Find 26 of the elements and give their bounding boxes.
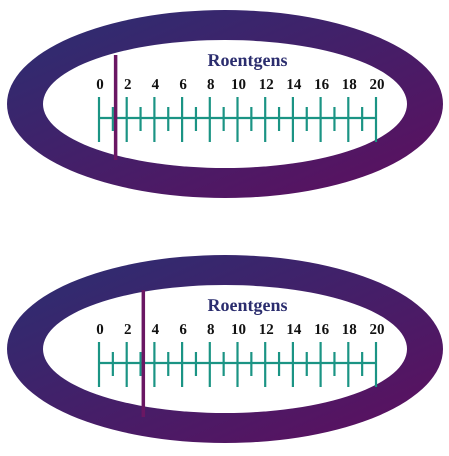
scale-number: 16 xyxy=(314,77,330,93)
scale-number: 4 xyxy=(152,77,160,93)
scale-number: 8 xyxy=(207,322,215,338)
scale-number: 2 xyxy=(124,322,132,338)
scale-number: 8 xyxy=(207,77,215,93)
scale-number: 14 xyxy=(286,77,302,93)
scale-number: 14 xyxy=(286,322,302,338)
dial-face xyxy=(5,253,445,445)
scale-unit-label: Roentgens xyxy=(208,295,288,315)
scale-number: 18 xyxy=(342,77,357,93)
scale-number: 16 xyxy=(314,322,330,338)
scale-number: 2 xyxy=(124,77,132,93)
scale-number: 0 xyxy=(96,77,104,93)
scale-number: 6 xyxy=(179,77,187,93)
dial-face xyxy=(5,8,445,200)
scale-number: 10 xyxy=(231,322,246,338)
scale-number: 12 xyxy=(258,77,274,93)
scale-unit-label: Roentgens xyxy=(208,50,288,70)
scale-number: 10 xyxy=(231,77,246,93)
scale-number: 20 xyxy=(370,322,384,338)
scale-number: 18 xyxy=(342,322,357,338)
scale-number: 0 xyxy=(96,322,104,338)
scale-number: 4 xyxy=(152,322,160,338)
scale-number: 6 xyxy=(179,322,187,338)
scale-number: 12 xyxy=(258,322,274,338)
scale-number: 20 xyxy=(370,77,384,93)
